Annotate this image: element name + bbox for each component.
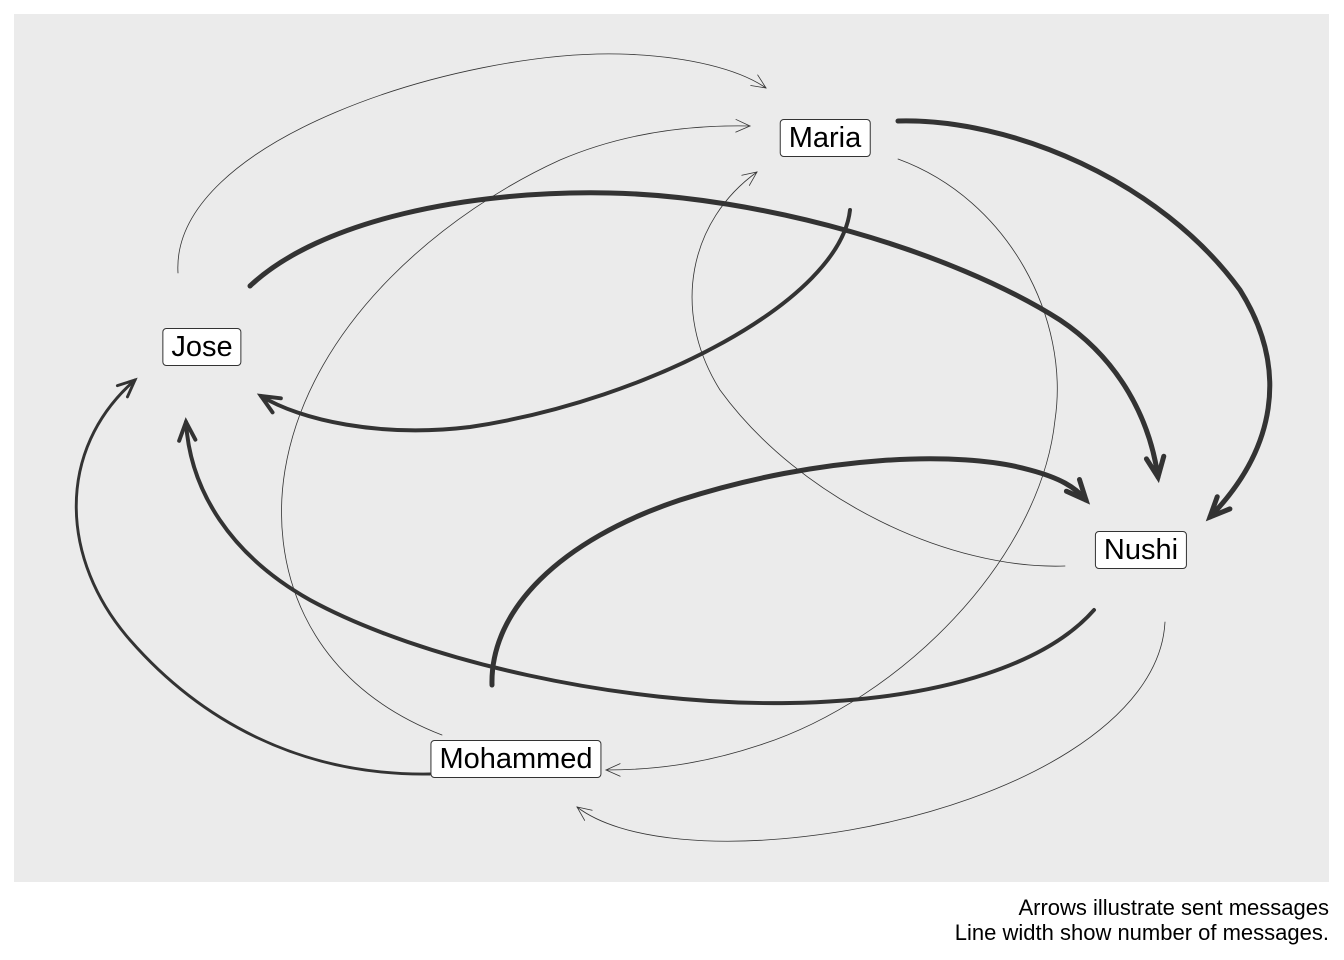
edge-mohammed-to-maria (281, 125, 751, 736)
edge-jose-to-maria (177, 53, 767, 274)
arrowhead-nushi-to-maria (741, 171, 758, 186)
arrowhead-maria-to-jose (256, 393, 283, 415)
edge-nushi-to-mohammed (576, 621, 1166, 842)
arrowhead-jose-to-maria (750, 74, 767, 89)
arrowhead-jose-to-nushi (1143, 453, 1167, 484)
caption-line-2: Line width show number of messages. (954, 920, 1329, 945)
edge-jose-to-nushi (247, 190, 1161, 480)
plot-panel (14, 14, 1329, 882)
arrowhead-mohammed-to-jose (115, 377, 138, 399)
arrowhead-maria-to-mohammed (605, 763, 621, 777)
arrowhead-nushi-to-jose (177, 417, 198, 443)
node-maria: Maria (779, 119, 871, 157)
edge-maria-to-jose (259, 208, 852, 433)
arrowhead-mohammed-to-nushi (1063, 477, 1091, 505)
caption-line-1: Arrows illustrate sent messages (1018, 895, 1329, 920)
arrowhead-nushi-to-mohammed (576, 806, 593, 821)
node-mohammed: Mohammed (430, 740, 602, 778)
edge-maria-to-nushi (895, 118, 1273, 520)
node-nushi: Nushi (1094, 531, 1188, 569)
arrowhead-mohammed-to-maria (735, 119, 751, 133)
edge-mohammed-to-jose (74, 378, 432, 776)
arrowhead-maria-to-nushi (1205, 494, 1233, 522)
edge-mohammed-to-nushi (489, 456, 1089, 688)
node-jose: Jose (162, 328, 242, 366)
edge-maria-to-mohammed (605, 158, 1058, 771)
edge-nushi-to-jose (184, 420, 1096, 706)
edge-nushi-to-maria (691, 171, 1066, 567)
